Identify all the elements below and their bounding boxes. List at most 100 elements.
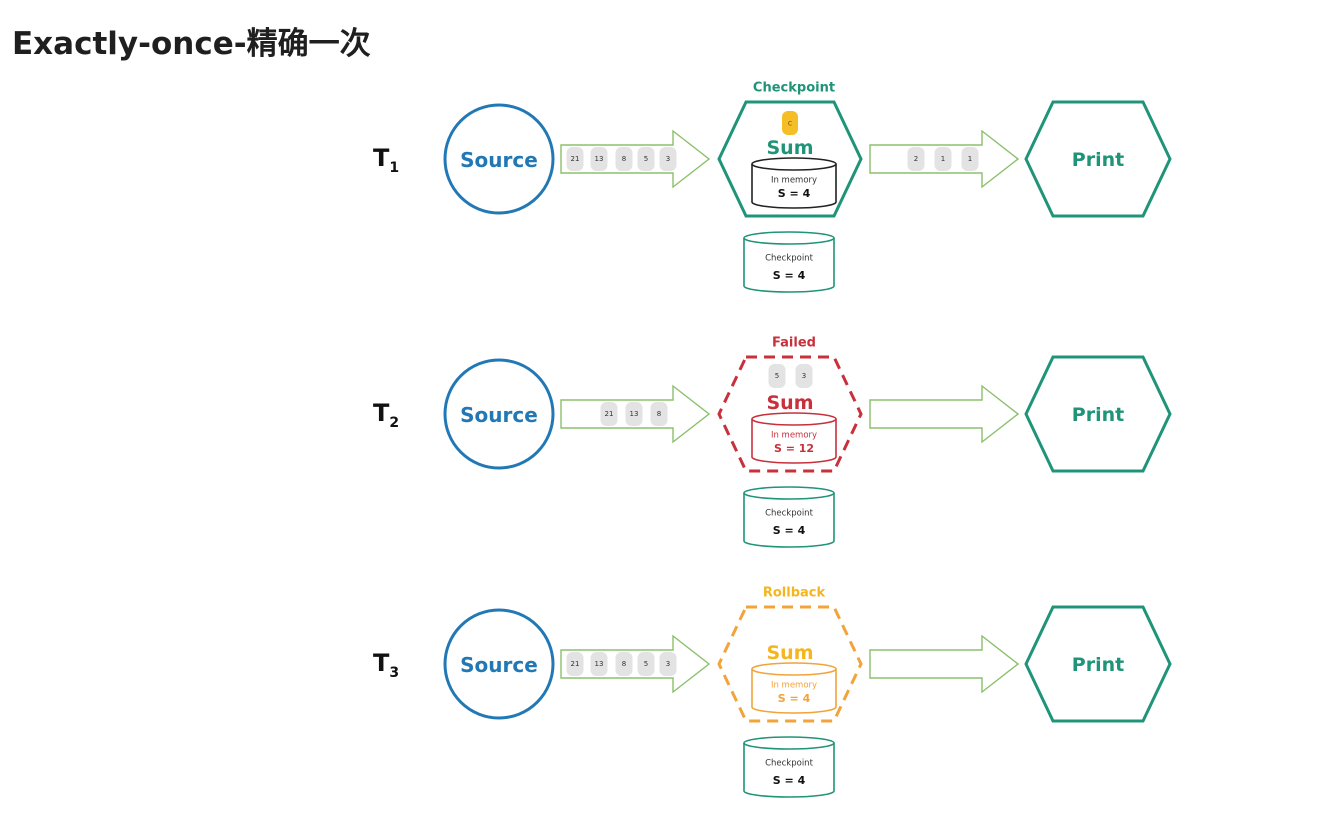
in-memory-state-top <box>751 157 837 171</box>
in-memory-state-body <box>751 164 837 209</box>
in-memory-state: In memory S = 4 <box>751 662 837 714</box>
input-record <box>625 402 643 426</box>
checkpoint-storage-value: S = 4 <box>773 269 806 282</box>
source-label: Source <box>460 653 538 677</box>
print-sink-node <box>1024 100 1172 218</box>
input-record-label: 13 <box>595 660 604 668</box>
input-record <box>615 652 633 676</box>
input-record-label: 5 <box>644 155 648 163</box>
checkpoint-storage-value: S = 4 <box>773 524 806 537</box>
in-memory-state-value: S = 4 <box>778 187 811 200</box>
input-record-label: 21 <box>571 155 580 163</box>
time-label-subscript: 1 <box>389 160 399 176</box>
checkpoint-storage-label: Checkpoint <box>765 254 813 264</box>
input-record <box>637 652 655 676</box>
print-sink-node <box>1024 355 1172 473</box>
input-stream-arrow <box>560 634 711 694</box>
checkpoint-storage-top <box>743 736 835 750</box>
checkpoint-storage-body <box>743 493 835 548</box>
input-record-label: 21 <box>571 660 580 668</box>
output-record <box>934 147 952 171</box>
time-label-subscript: 3 <box>389 665 399 681</box>
checkpoint-storage-body <box>743 743 835 798</box>
source-label: Source <box>460 403 538 427</box>
checkpoint-storage: Checkpoint S = 4 <box>743 231 835 293</box>
time-label-letter: T <box>373 649 390 677</box>
input-record-label: 8 <box>657 410 661 418</box>
sum-label: Sum <box>766 392 813 414</box>
output-record <box>961 147 979 171</box>
output-stream-arrow <box>869 384 1020 444</box>
in-memory-state-body <box>751 419 837 464</box>
input-record <box>637 147 655 171</box>
source-node <box>443 358 555 470</box>
page-title: Exactly-once-精确一次 <box>12 26 371 62</box>
output-record-label: 1 <box>941 155 945 163</box>
time-label: T3 <box>373 649 399 681</box>
source-node <box>443 608 555 720</box>
output-record-label: 1 <box>968 155 972 163</box>
in-memory-state: In memory S = 4 <box>751 157 837 209</box>
source-label: Source <box>460 148 538 172</box>
operator-status-label: Rollback <box>763 586 826 601</box>
time-label: T2 <box>373 399 399 431</box>
operator-status-label: Failed <box>772 336 816 351</box>
input-record <box>590 147 608 171</box>
input-record-label: 13 <box>595 155 604 163</box>
sum-label: Sum <box>766 137 813 159</box>
in-memory-state-label: In memory <box>771 680 817 690</box>
print-label: Print <box>1072 149 1124 171</box>
input-record-label: 13 <box>630 410 639 418</box>
print-label: Print <box>1072 654 1124 676</box>
checkpoint-storage-top <box>743 486 835 500</box>
in-memory-state-top <box>751 662 837 676</box>
checkpoint-storage-body <box>743 238 835 293</box>
in-memory-state-body <box>751 669 837 714</box>
source-node <box>443 103 555 215</box>
checkpoint-storage-top <box>743 231 835 245</box>
input-record-label: 8 <box>622 660 626 668</box>
inflight-record <box>795 364 813 388</box>
in-memory-state-label: In memory <box>771 175 817 185</box>
checkpoint-barrier-label: c <box>788 119 792 128</box>
time-label: T1 <box>373 144 399 176</box>
time-label-subscript: 2 <box>389 415 399 431</box>
sum-label: Sum <box>766 642 813 664</box>
inflight-record-label: 5 <box>775 372 779 380</box>
input-record-label: 21 <box>605 410 614 418</box>
time-label-letter: T <box>373 399 390 427</box>
in-memory-state-value: S = 4 <box>778 692 811 705</box>
output-stream-arrow <box>869 634 1020 694</box>
input-record-label: 3 <box>666 660 670 668</box>
inflight-record <box>768 364 786 388</box>
inflight-record-label: 3 <box>802 372 806 380</box>
input-record <box>650 402 668 426</box>
output-record <box>907 147 925 171</box>
time-label-letter: T <box>373 144 390 172</box>
input-record <box>659 652 677 676</box>
output-record-label: 2 <box>914 155 918 163</box>
input-record-label: 3 <box>666 155 670 163</box>
checkpoint-barrier <box>782 111 798 135</box>
operator-status-label: Checkpoint <box>753 81 835 96</box>
input-record-label: 8 <box>622 155 626 163</box>
input-record-label: 5 <box>644 660 648 668</box>
input-record <box>600 402 618 426</box>
print-sink-node <box>1024 605 1172 723</box>
in-memory-state-value: S = 12 <box>774 442 814 455</box>
in-memory-state-top <box>751 412 837 426</box>
input-record <box>566 147 584 171</box>
checkpoint-storage-label: Checkpoint <box>765 759 813 769</box>
print-label: Print <box>1072 404 1124 426</box>
input-record <box>615 147 633 171</box>
input-record <box>659 147 677 171</box>
input-record <box>590 652 608 676</box>
input-record <box>566 652 584 676</box>
